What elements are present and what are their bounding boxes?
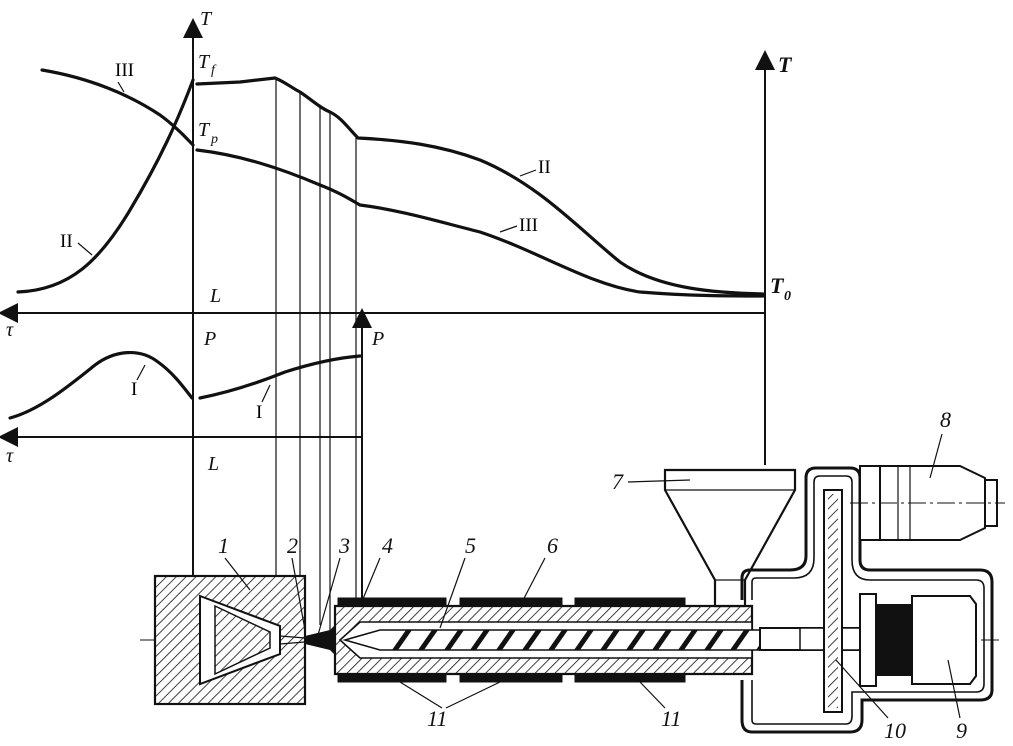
curve-I-right xyxy=(198,354,362,400)
screw-flight xyxy=(678,630,698,650)
part-label-1: 1 xyxy=(218,533,229,558)
T0-label: T xyxy=(770,273,785,298)
screw-flight xyxy=(548,630,568,650)
heater-bands xyxy=(337,597,686,683)
hopper xyxy=(663,468,797,608)
screw-flight xyxy=(496,630,516,650)
screw-flight xyxy=(392,630,412,650)
part-label-6: 6 xyxy=(547,533,558,558)
screw-flight xyxy=(600,630,620,650)
part-label-7: 7 xyxy=(612,469,624,494)
lower-L-label: L xyxy=(207,453,219,475)
screw-flight xyxy=(574,630,594,650)
part-label-8: 8 xyxy=(940,407,951,432)
mold xyxy=(153,574,307,706)
T-f-sub-label: f xyxy=(211,63,217,78)
projection-lines xyxy=(275,80,357,630)
curve-I-left-label: I xyxy=(131,379,137,400)
curve-I-left xyxy=(8,350,194,420)
curve-II-left-label: II xyxy=(60,231,73,252)
screw-flight xyxy=(418,630,438,650)
screw-flight xyxy=(444,630,464,650)
curve-III-top-left-label: III xyxy=(115,60,134,81)
part-label-11-left: 11 xyxy=(427,706,447,731)
curve-III-right xyxy=(195,148,765,298)
part-label-3: 3 xyxy=(338,533,350,558)
part-label-2: 2 xyxy=(287,533,298,558)
part-label-4: 4 xyxy=(382,533,393,558)
T-p-label: T xyxy=(198,119,211,141)
screw-flight xyxy=(652,630,672,650)
upper-tau-label: τ xyxy=(6,319,14,341)
pressure-graph: P P L τ I I xyxy=(0,308,384,600)
screw-flight xyxy=(730,630,750,650)
T-p-sub-label: p xyxy=(210,132,218,147)
curve-II-right-label: II xyxy=(538,157,551,178)
T-right-axis-label: T xyxy=(778,52,793,77)
part-label-11-right: 11 xyxy=(661,706,681,731)
nozzle xyxy=(305,620,340,660)
injection-machine: 1 2 3 4 5 6 7 8 9 10 11 11 xyxy=(140,407,1005,743)
curve-III-left xyxy=(40,68,195,147)
T0-sub-label: 0 xyxy=(784,289,791,304)
gearbox-housing xyxy=(740,466,994,734)
T-f-label: T xyxy=(198,51,211,73)
curve-III-right-label: III xyxy=(519,215,538,236)
screw-flight xyxy=(522,630,542,650)
lower-tau-label: τ xyxy=(6,445,14,467)
T-left-axis-label: T xyxy=(200,8,213,30)
P-right-label: P xyxy=(371,328,384,350)
hydraulic-motor xyxy=(859,593,977,687)
part-label-9: 9 xyxy=(956,718,967,743)
curve-II-right xyxy=(195,76,765,296)
P-left-label: P xyxy=(203,328,216,350)
curve-I-right-label: I xyxy=(256,402,262,423)
upper-L-label: L xyxy=(209,285,221,307)
screw-flight xyxy=(470,630,490,650)
part-label-5: 5 xyxy=(465,533,476,558)
screw-flight xyxy=(626,630,646,650)
screw-flight xyxy=(704,630,724,650)
screw xyxy=(342,629,776,651)
curve-II-left xyxy=(16,78,195,294)
part-label-10: 10 xyxy=(884,718,906,743)
